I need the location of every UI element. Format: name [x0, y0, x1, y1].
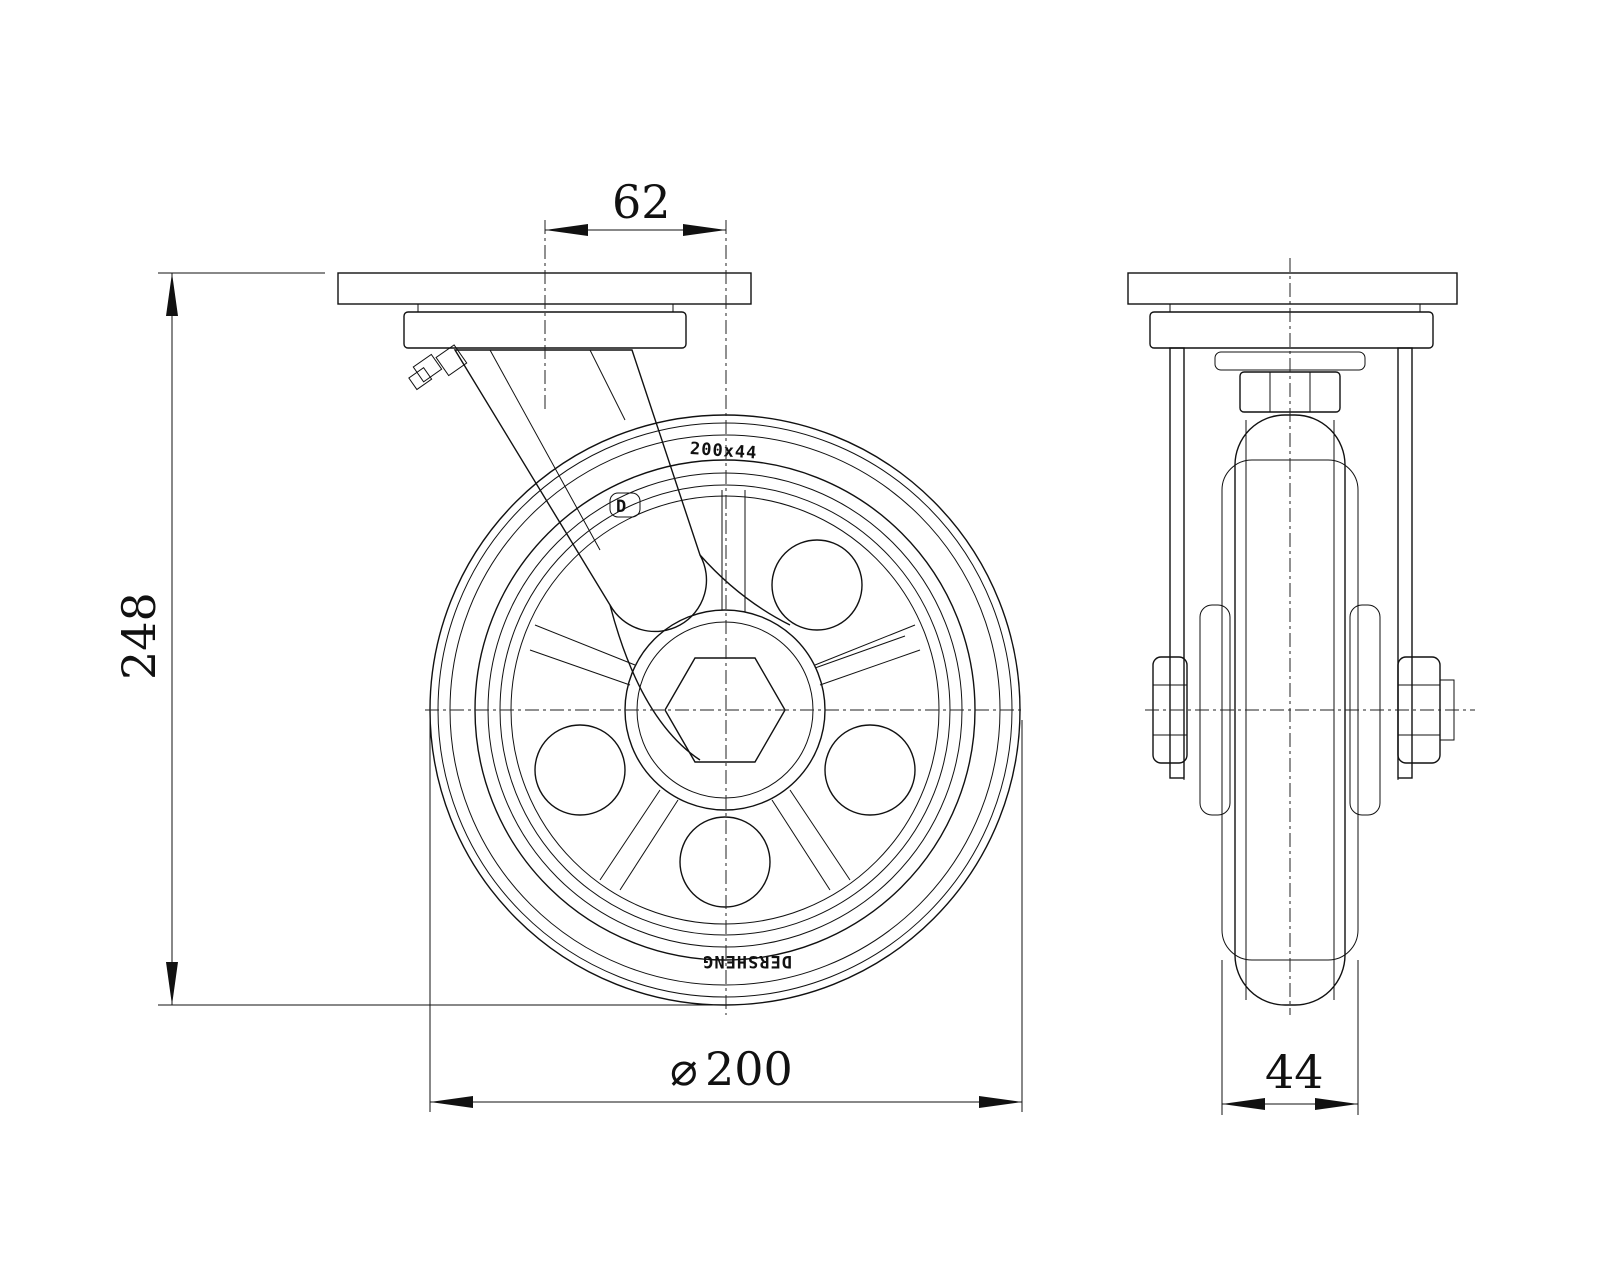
- spokes: [529, 490, 921, 891]
- axle-nut: [664, 657, 786, 763]
- grease-nipple: [408, 344, 468, 391]
- diameter-value: 200: [705, 1042, 793, 1096]
- height-dimension: 248: [112, 272, 725, 1006]
- side-view: 200x44 DERSHENG D: [337, 220, 1022, 1015]
- wheel-brand-marking: DERSHENG: [702, 951, 792, 971]
- width-dimension: 44: [1221, 960, 1359, 1115]
- wheel-size-marking: 200x44: [689, 439, 758, 464]
- fork-arm: D: [453, 349, 791, 761]
- front-view: [1127, 258, 1475, 1015]
- height-value: 248: [112, 592, 166, 680]
- offset-dimension: 62: [545, 175, 726, 236]
- offset-value: 62: [612, 175, 671, 229]
- top-plate: [337, 272, 752, 349]
- wheel-holes: [534, 539, 916, 908]
- width-value: 44: [1265, 1045, 1324, 1099]
- diameter-dimension: ⌀ 200: [429, 720, 1023, 1112]
- diameter-symbol: ⌀: [670, 1042, 698, 1096]
- logo-letter: D: [616, 497, 627, 517]
- brand-logo: D: [609, 492, 641, 518]
